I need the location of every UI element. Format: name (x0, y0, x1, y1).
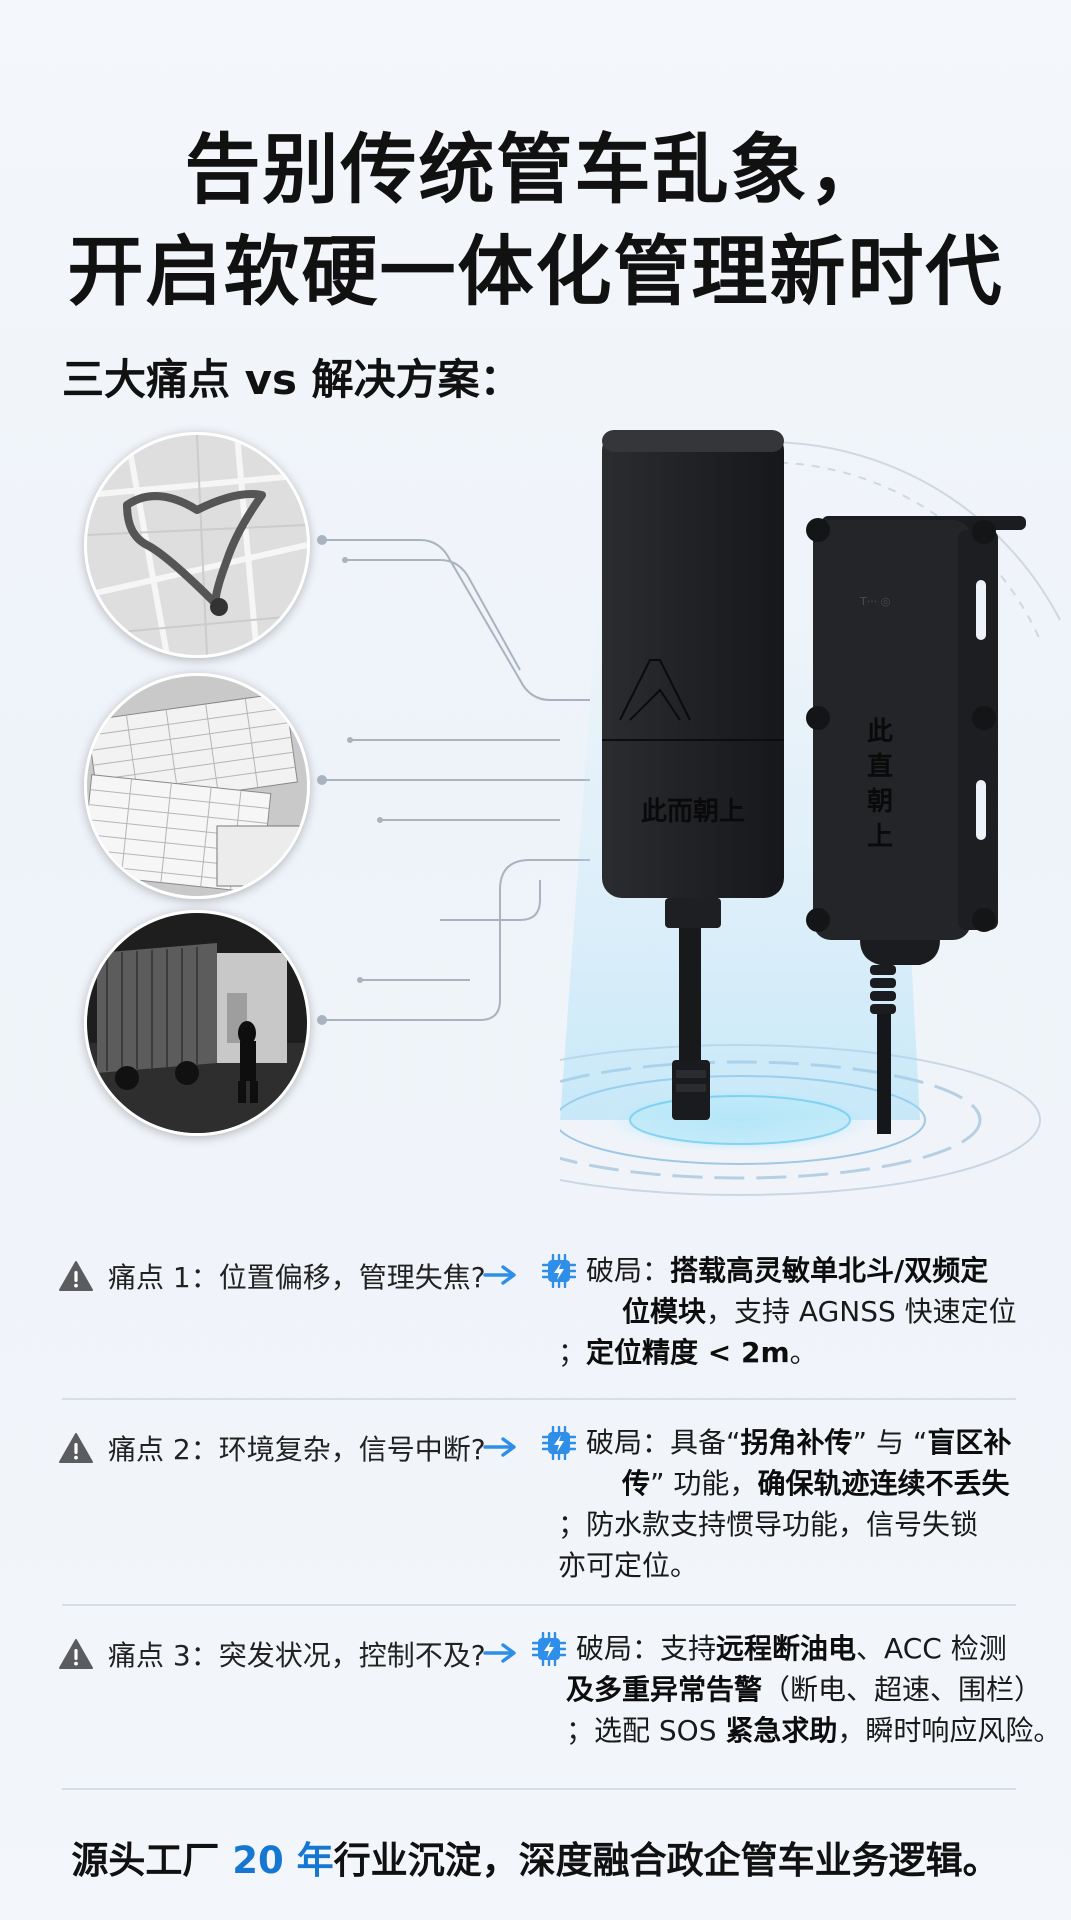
connector-lines (317, 441, 1061, 1025)
solution-3-text-4: ，瞬时响应风险。 (837, 1714, 1062, 1747)
solution-3-highlight-3: 紧急求助 (725, 1714, 838, 1747)
solution-1-highlight-2: 位模块 (622, 1295, 707, 1328)
solution-2: 破局：具备“拐角补传” 与 “盲区补 传” 功能，确保轨迹连续不丢失 ；防水款支… (558, 1422, 1071, 1586)
solution-2-text-2: ” 功能， (650, 1467, 758, 1500)
pain-point-3-text: 痛点 3：突发状况，控制不及? (108, 1639, 486, 1672)
solution-1-highlight-1: 搭载高灵敏单北斗/双频定 (670, 1254, 989, 1287)
svg-text:T··· ◎: T··· ◎ (859, 595, 890, 608)
divider (62, 1604, 1016, 1606)
solution-2-lead: 破局：具备“ (586, 1426, 741, 1459)
warning-icon (59, 1261, 93, 1291)
solution-3-highlight-2: 及多重异常告警 (566, 1673, 763, 1706)
solution-1: 破局：搭载高灵敏单北斗/双频定 位模块，支持 AGNSS 快速定位 ；定位精度 … (558, 1250, 1071, 1373)
solution-1-text-3: ； (558, 1336, 587, 1369)
truck-night-photo (84, 910, 310, 1136)
pain-point-2-text: 痛点 2：环境复杂，信号中断? (108, 1433, 486, 1466)
warning-icon (59, 1433, 93, 1463)
footer-text-2: 行业沉淀，深度融合政企管车业务逻辑。 (333, 1839, 1000, 1882)
left-device-label: 此而朝上 (641, 796, 745, 827)
solution-2-highlight-1: 拐角补传 (740, 1426, 853, 1459)
solution-2-highlight-4: 确保轨迹连续不丢失 (757, 1467, 1010, 1500)
solution-3: 破局：支持远程断油电、ACC 检测 及多重异常告警（断电、超速、围栏） ；选配 … (566, 1628, 1071, 1751)
solution-1-text-4: 。 (789, 1336, 818, 1369)
solution-1-text-2: ，支持 AGNSS 快速定位 (706, 1295, 1017, 1328)
chip-bolt-icon (532, 1632, 566, 1666)
gps-tracker-devices: 此而朝上 T··· ◎ 此 直 朝 上 (560, 430, 1041, 1196)
solution-3-text-2: （断电、超速、围栏） (762, 1673, 1043, 1706)
pain-point-1: 痛点 1：位置偏移，管理失焦? (58, 1256, 486, 1296)
footer-highlight-years: 20 年 (232, 1839, 334, 1882)
right-device-label-1: 此 (867, 717, 893, 747)
solution-3-text-3: ；选配 SOS (566, 1714, 726, 1747)
section-subtitle: 三大痛点 vs 解决方案： (62, 355, 522, 404)
pain-point-1-text: 痛点 1：位置偏移，管理失焦? (108, 1261, 486, 1294)
warning-icon (59, 1639, 93, 1669)
map-route-photo (84, 432, 310, 658)
page-title-line-2: 开启软硬一体化管理新时代 (67, 227, 1004, 316)
solution-2-text-4: 亦可定位。 (558, 1549, 699, 1582)
solution-2-highlight-3: 传 (622, 1467, 651, 1500)
solution-2-text-1: ” 与 “ (852, 1426, 928, 1459)
right-device-label-2: 直 (867, 752, 893, 782)
arrow-right-icon (483, 1437, 516, 1457)
solution-1-highlight-3: 定位精度 < 2m (586, 1336, 790, 1369)
footer-tagline: 源头工厂 20 年行业沉淀，深度融合政企管车业务逻辑。 (0, 1830, 1071, 1884)
pain-point-3: 痛点 3：突发状况，控制不及? (58, 1634, 486, 1674)
arrow-right-icon (483, 1643, 516, 1663)
arrow-right-icon (483, 1265, 516, 1285)
pain-point-2: 痛点 2：环境复杂，信号中断? (58, 1428, 486, 1468)
right-device-label-4: 上 (867, 822, 893, 852)
solution-3-text-1: 、ACC 检测 (856, 1632, 1007, 1665)
page-title-line-1: 告别传统管车乱象， (184, 125, 887, 214)
footer-text-1: 源头工厂 (71, 1839, 233, 1882)
chip-bolt-icon (542, 1254, 576, 1288)
right-device-label-3: 朝 (867, 786, 893, 817)
spreadsheet-photo (84, 673, 310, 899)
chip-bolt-icon (542, 1426, 576, 1460)
solution-3-highlight-1: 远程断油电 (716, 1632, 857, 1665)
divider (62, 1788, 1016, 1790)
solution-1-lead: 破局： (586, 1254, 671, 1287)
solution-2-highlight-2: 盲区补 (927, 1426, 1012, 1459)
solution-3-lead: 破局：支持 (576, 1632, 717, 1665)
divider (62, 1398, 1016, 1400)
solution-2-text-3: ；防水款支持惯导功能，信号失锁 (558, 1508, 979, 1541)
